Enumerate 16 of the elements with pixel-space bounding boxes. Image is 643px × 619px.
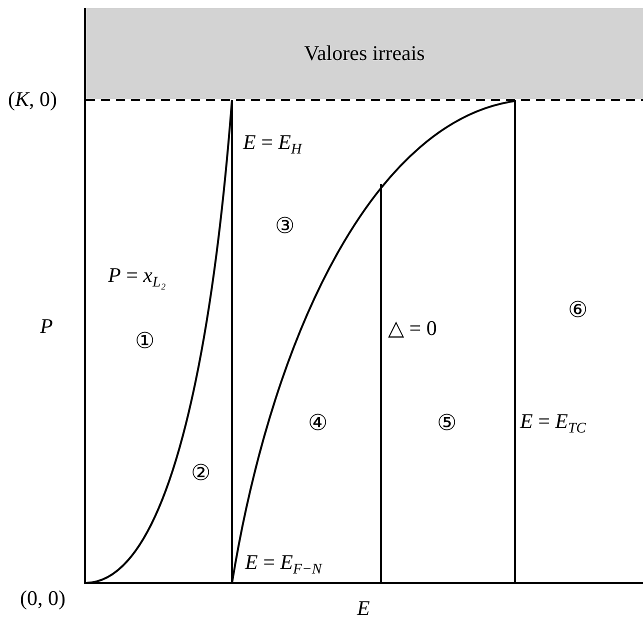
- region-number: ⑥: [568, 300, 588, 322]
- band-label: Valores irreais: [304, 41, 425, 66]
- region-number: ⑤: [437, 413, 457, 435]
- curve-label: E = E$_{F−N}$: [245, 552, 322, 573]
- curve-label: E = E$_{H}$: [243, 132, 302, 153]
- coordinate-label: (0, 0): [20, 588, 66, 609]
- region-number: ①: [135, 331, 155, 353]
- axis-label: E: [357, 598, 370, 619]
- shaded-band: [86, 8, 643, 99]
- curve-label: △ = 0: [388, 318, 437, 339]
- axis-label: P: [40, 316, 53, 337]
- region-number: ③: [275, 216, 295, 238]
- region-number: ②: [191, 463, 211, 485]
- curve-label: E = E$_{TC}$: [520, 411, 586, 432]
- region-number: ④: [308, 413, 328, 435]
- coordinate-label: (K, 0): [8, 89, 58, 110]
